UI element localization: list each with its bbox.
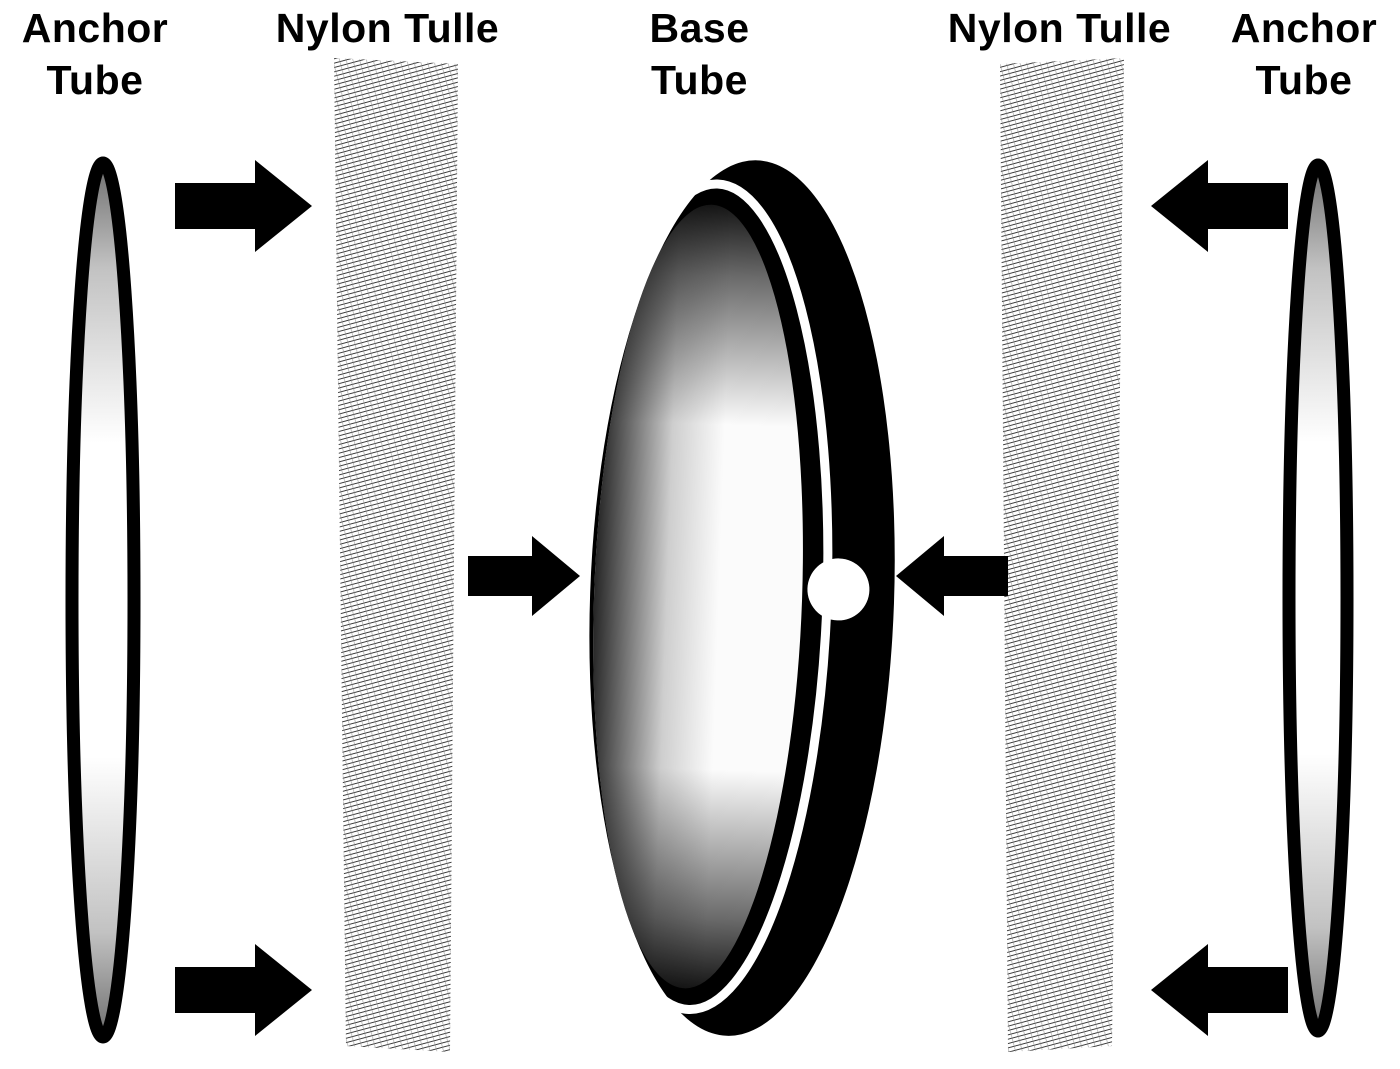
arrow-left-bottom-right-icon [1151,944,1288,1036]
grommet-hole [807,558,870,621]
label-anchor-tube-right: Anchor Tube [1230,5,1378,104]
anchor-tube-left-shape [65,156,141,1044]
base-tube-inner-wall-shade [593,204,803,989]
label-base-tube: Base Tube [649,5,750,104]
anchor-tube-right-shape [1282,158,1354,1038]
arrow-right-bottom-left-icon [175,944,312,1036]
label-anchor-tube-left: Anchor Tube [21,5,169,104]
arrow-left-top-right-icon [1151,160,1288,252]
label-nylon-tulle-left: Nylon Tulle [275,5,500,51]
nylon-tulle-right-panel [1000,58,1124,1052]
label-nylon-tulle-right: Nylon Tulle [947,5,1172,51]
arrow-right-middle-icon [468,536,580,616]
arrow-right-top-left-icon [175,160,312,252]
base-tube-shape [573,160,895,1036]
arrow-left-middle-icon [896,536,1008,616]
nylon-tulle-left-panel [334,58,458,1052]
